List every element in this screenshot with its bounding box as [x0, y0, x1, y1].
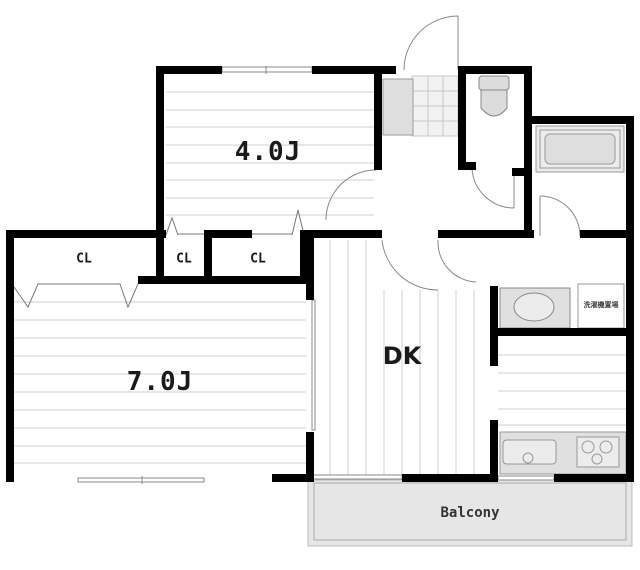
dk-flooring	[329, 240, 475, 476]
room-label-balcony: Balcony	[440, 505, 500, 521]
washer-space-label: 洗濯機置場	[583, 301, 619, 309]
washer-space	[577, 283, 625, 329]
balcony-area	[307, 479, 633, 547]
room-label-7j: 7.0J	[126, 367, 194, 397]
bathtub-fixture	[535, 125, 625, 173]
closet-label-left: CL	[76, 251, 92, 267]
entrance-tiles	[411, 75, 459, 137]
room-7j-flooring	[14, 301, 306, 464]
shoe-cabinet	[382, 78, 414, 136]
closet-label-right: CL	[250, 251, 266, 267]
door-swings	[325, 15, 581, 291]
kitchen-counter	[499, 431, 627, 475]
closet-label-middle: CL	[176, 251, 192, 267]
room-4j-flooring	[166, 91, 374, 216]
washbasin-fixture	[499, 287, 571, 329]
toilet-fixture	[478, 75, 510, 117]
walls	[6, 66, 634, 482]
kitchen-flooring	[498, 354, 626, 426]
room-label-dk: DK	[382, 342, 422, 370]
windows	[77, 66, 555, 484]
room-label-4j: 4.0J	[234, 137, 302, 167]
